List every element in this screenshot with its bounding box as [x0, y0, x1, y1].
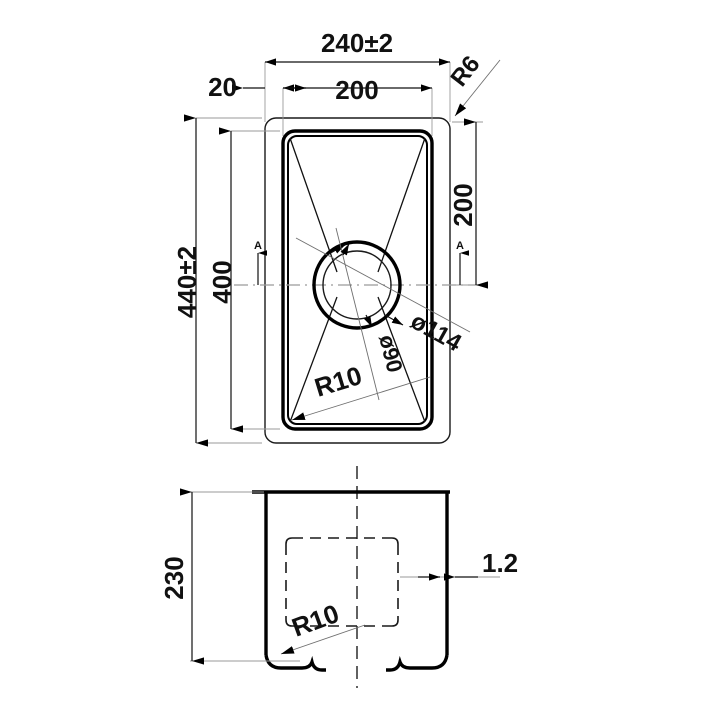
- drain-outer-leader-line: [295, 237, 471, 333]
- section-view-group: 230 1.2 R10: [159, 466, 518, 688]
- drain-inner-circle: [322, 250, 392, 320]
- bowl-corner-radius-label: R10: [311, 360, 365, 403]
- drain-inner-arrow-a: [340, 243, 350, 256]
- depth-label: 230: [159, 556, 189, 599]
- overall-height-label: 440±2: [172, 246, 202, 318]
- hidden-bowl-corner-bl: [285, 619, 293, 627]
- bowl-corner-radius-leader: [291, 376, 431, 421]
- rim-offset-label: 20: [208, 72, 237, 102]
- drain-outer-circle: [312, 240, 402, 330]
- sink-outer-rim-outline: [264, 117, 451, 444]
- sink-bowl-outer-edge: [281, 129, 434, 431]
- section-bottom-right-foot: [386, 654, 449, 672]
- hidden-bowl-corner-br: [391, 619, 399, 627]
- top-view-group: ø114 ø90 R10 R6 240±2 200 20: [172, 28, 501, 447]
- overall-width-label: 240±2: [321, 28, 393, 58]
- drain-outer-diameter-label: ø114: [406, 308, 466, 358]
- drain-inner-arrow-b: [363, 314, 373, 328]
- section-letter-right: A: [456, 240, 464, 252]
- thickness-label: 1.2: [482, 548, 518, 578]
- drain-inner-diameter-label: ø90: [374, 332, 407, 375]
- bowl-width-label: 200: [335, 75, 378, 105]
- bowl-height-label: 400: [207, 260, 237, 303]
- drain-outer-arrow-b: [384, 314, 404, 326]
- hidden-bowl-corner-tr: [391, 537, 399, 545]
- drain-inner-leader-line: [335, 227, 380, 401]
- sink-bowl-inner-edge: [287, 135, 428, 425]
- hidden-bowl-corner-tl: [285, 537, 293, 545]
- rim-corner-radius-leader: [454, 59, 501, 117]
- bottom-radius-leader: [280, 624, 366, 655]
- drain-offset-label: 200: [448, 183, 478, 226]
- section-letter-left: A: [254, 240, 262, 252]
- section-bottom-left-foot: [264, 654, 326, 672]
